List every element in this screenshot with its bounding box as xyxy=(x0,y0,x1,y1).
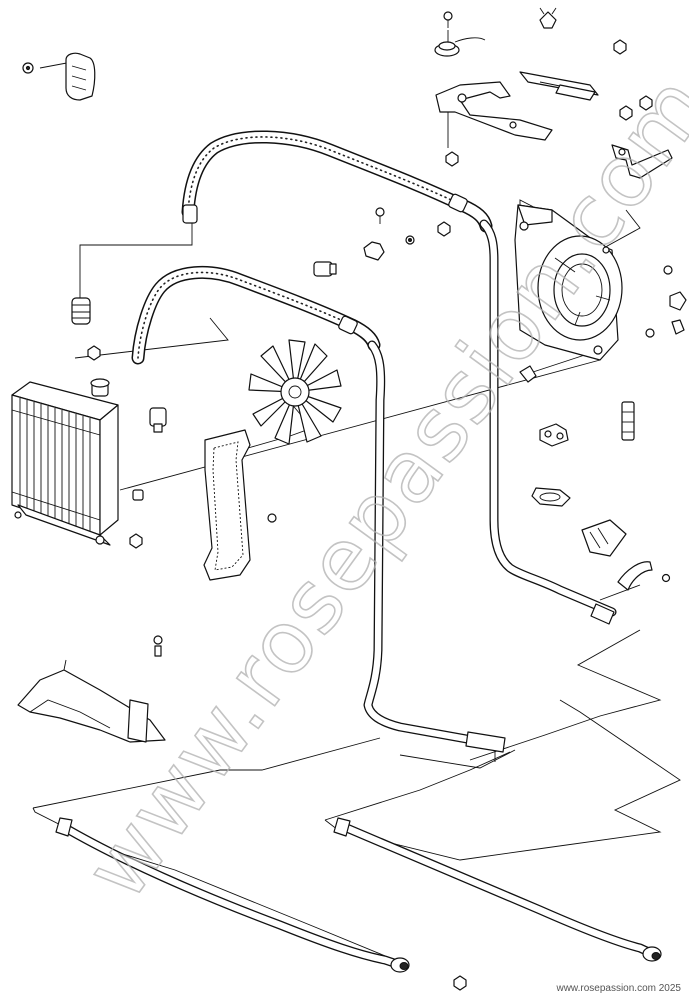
bolt-icon xyxy=(22,62,34,74)
clip-top-right xyxy=(539,7,557,29)
pipe-end-fitting xyxy=(590,603,615,625)
nut-icon xyxy=(639,95,653,111)
hose-clamp-icon xyxy=(338,315,358,335)
pipe-end-fitting xyxy=(465,731,506,753)
relay-bracket xyxy=(539,423,569,447)
sensor-switch xyxy=(313,261,337,277)
rigid-pipe-right xyxy=(479,219,617,625)
bolt-icon xyxy=(153,635,163,657)
washer-icon xyxy=(267,513,277,523)
nut-icon xyxy=(619,105,633,121)
hose-bracket-clip xyxy=(65,52,96,101)
upper-hose xyxy=(181,130,493,233)
lower-hose xyxy=(131,265,381,365)
accessory-parts-right xyxy=(531,401,653,591)
nut-icon xyxy=(437,221,451,237)
angle-bracket-right xyxy=(611,144,673,179)
hose-clamp-icon xyxy=(448,193,468,213)
clip-icon xyxy=(519,365,537,383)
rigid-pipe-left xyxy=(363,340,506,753)
nut-icon xyxy=(87,345,101,361)
pipe-end-fitting xyxy=(55,817,73,837)
radiator-seal-gasket xyxy=(203,429,251,581)
cooling-fan xyxy=(248,339,342,445)
radiator-filler-neck xyxy=(90,378,110,397)
pipe-connector-icon xyxy=(642,946,662,962)
rubber-mount xyxy=(531,487,571,507)
clip-icon xyxy=(669,291,687,311)
bottom-pipe-left xyxy=(55,817,410,973)
washer-icon xyxy=(661,573,671,583)
washer-icon xyxy=(645,328,655,338)
pipe-connector-icon xyxy=(390,957,410,973)
nut-icon xyxy=(129,533,143,549)
pipe-end-fitting xyxy=(333,817,351,837)
mounting-bracket-top xyxy=(435,81,553,141)
hose-connector xyxy=(71,297,91,325)
footer-copyright: www.rosepassion.com 2025 xyxy=(556,983,681,994)
radiator xyxy=(11,378,119,546)
bracket-small xyxy=(363,241,385,261)
bolt-icon xyxy=(443,11,453,28)
nut-icon xyxy=(453,975,467,991)
hardware-small-parts xyxy=(22,11,687,991)
watermark-text: www.rosepassion.com xyxy=(66,57,689,918)
bottom-pipe-right xyxy=(333,817,662,962)
drain-plug xyxy=(132,489,144,501)
air-duct-deflector xyxy=(17,659,166,743)
nut-icon xyxy=(445,151,459,167)
washer-icon xyxy=(405,235,415,245)
fan-shroud xyxy=(514,204,623,361)
nut-icon xyxy=(613,39,627,55)
connector-plug xyxy=(581,519,627,557)
handle-bracket xyxy=(617,561,653,591)
bracket-strip xyxy=(519,71,599,101)
grommet-top xyxy=(434,37,486,57)
clip-icon xyxy=(671,319,685,335)
terminal-strip xyxy=(621,401,635,441)
bolt-icon xyxy=(375,207,385,224)
hose-clamp-icon xyxy=(182,204,198,224)
washer-icon xyxy=(663,265,673,275)
temperature-sensor xyxy=(149,407,167,433)
